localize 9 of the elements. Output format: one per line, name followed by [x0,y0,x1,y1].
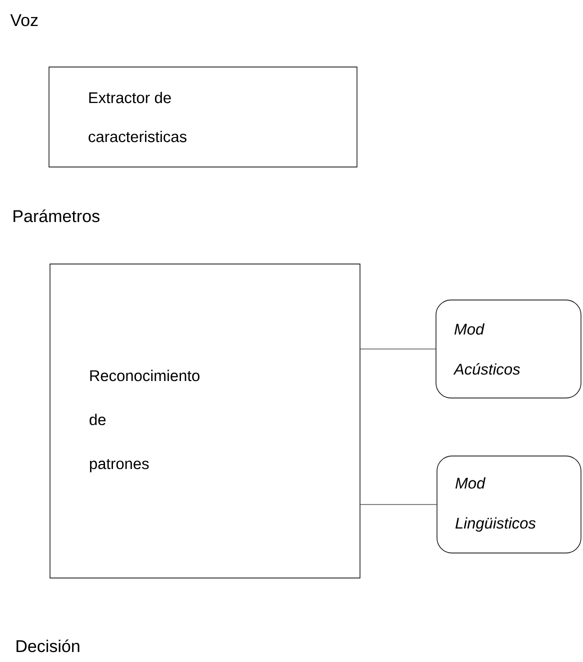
model-box: Mod Acústicos [436,300,582,398]
connector-line [360,348,436,350]
connector-line [360,504,437,505]
section-label: Voz [10,14,38,26]
process-box: Extractor de caracteristicas [48,66,358,168]
model-box: Mod Lingüisticos [436,456,582,554]
process-box: Reconocimiento de patrones [50,264,360,578]
section-label: Parámetros [14,210,100,222]
section-label: Decisión [16,639,80,652]
